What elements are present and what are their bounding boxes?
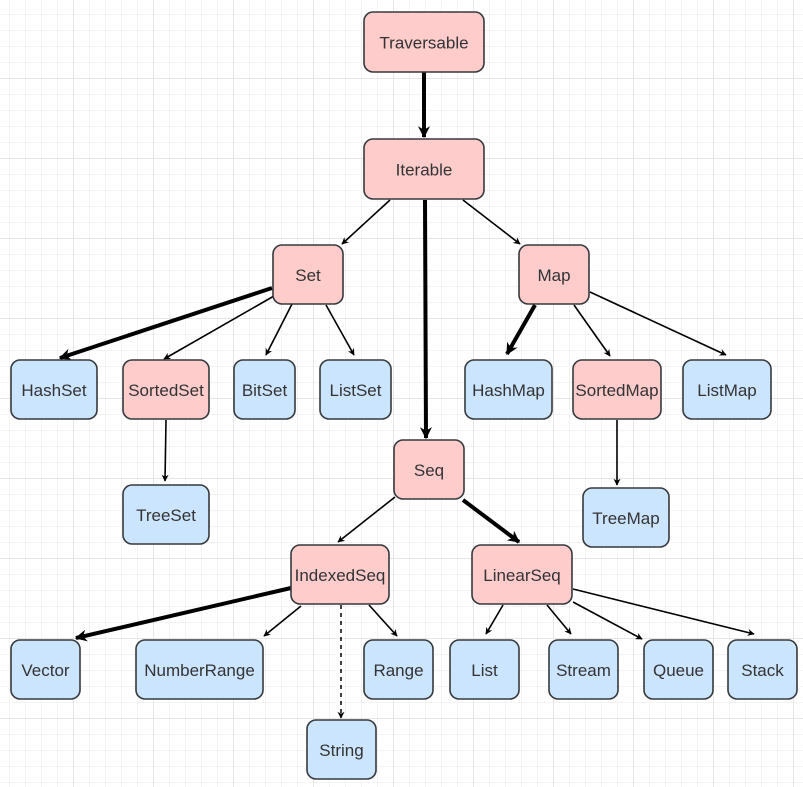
edge-layer [58, 72, 755, 719]
node-range[interactable]: Range [363, 639, 434, 700]
node-stack[interactable]: Stack [727, 639, 798, 700]
node-label-treemap: TreeMap [592, 509, 659, 528]
node-label-set: Set [295, 266, 321, 285]
edge-set-to-listset [325, 304, 355, 356]
node-box-bitset [233, 359, 296, 420]
node-hashmap[interactable]: HashMap [464, 359, 553, 420]
edge-linearseq-to-list [485, 604, 504, 635]
edge-iterable-to-set [341, 199, 391, 245]
node-hashset[interactable]: HashSet [10, 359, 98, 420]
node-bitset[interactable]: BitSet [233, 359, 296, 420]
node-label-hashmap: HashMap [472, 381, 545, 400]
node-label-vector: Vector [21, 661, 70, 680]
edge-map-to-hashmap [505, 304, 537, 356]
node-sortedset[interactable]: SortedSet [122, 359, 210, 420]
node-string[interactable]: String [306, 719, 377, 780]
node-box-hashset [10, 359, 98, 420]
edge-indexedseq-to-vector [74, 586, 292, 642]
edge-linearseq-to-stream [546, 604, 572, 635]
node-box-hashmap [464, 359, 553, 420]
edge-seq-to-linearseq [461, 498, 521, 544]
node-label-linearseq: LinearSeq [483, 566, 561, 585]
node-label-seq: Seq [414, 461, 444, 480]
node-box-vector [10, 639, 81, 700]
node-box-range [363, 639, 434, 700]
node-box-queue [643, 639, 714, 700]
node-label-range: Range [373, 661, 423, 680]
node-set[interactable]: Set [272, 244, 344, 305]
edge-iterable-to-map [462, 199, 521, 245]
node-box-listset [319, 359, 392, 420]
node-stream[interactable]: Stream [548, 639, 619, 700]
node-listset[interactable]: ListSet [319, 359, 392, 420]
node-box-treeset [122, 484, 210, 545]
node-numberrange[interactable]: NumberRange [135, 639, 264, 700]
node-box-sortedmap [572, 359, 662, 420]
node-label-stream: Stream [556, 661, 611, 680]
node-label-stack: Stack [741, 661, 784, 680]
node-label-sortedmap: SortedMap [575, 381, 658, 400]
node-box-stack [727, 639, 798, 700]
node-label-listmap: ListMap [697, 381, 757, 400]
node-label-map: Map [537, 266, 570, 285]
node-box-indexedseq [290, 544, 390, 605]
node-label-sortedset: SortedSet [128, 381, 204, 400]
node-box-traversable [363, 11, 485, 73]
node-sortedmap[interactable]: SortedMap [572, 359, 662, 420]
node-vector[interactable]: Vector [10, 639, 81, 700]
node-map[interactable]: Map [518, 244, 590, 305]
node-treeset[interactable]: TreeSet [122, 484, 210, 545]
node-linearseq[interactable]: LinearSeq [471, 544, 573, 605]
node-box-map [518, 244, 590, 305]
edge-sortedset-to-treeset [161, 419, 169, 482]
edge-set-to-hashset [58, 286, 273, 361]
node-box-iterable [363, 138, 485, 200]
edge-indexedseq-to-range [368, 604, 398, 637]
edge-linearseq-to-queue [572, 601, 643, 640]
edge-iterable-to-seq [419, 199, 432, 440]
edge-set-to-sortedset [163, 295, 275, 360]
node-label-queue: Queue [653, 661, 704, 680]
node-label-list: List [471, 661, 498, 680]
node-label-iterable: Iterable [396, 161, 453, 180]
node-treemap[interactable]: TreeMap [582, 487, 670, 548]
node-traversable[interactable]: Traversable [363, 11, 485, 73]
node-label-indexedseq: IndexedSeq [295, 566, 386, 585]
node-box-string [306, 719, 377, 780]
node-seq[interactable]: Seq [393, 439, 465, 500]
node-box-seq [393, 439, 465, 500]
node-label-treeset: TreeSet [136, 506, 196, 525]
edge-map-to-sortedmap [573, 304, 611, 357]
edge-seq-to-indexedseq [337, 496, 396, 543]
edge-set-to-bitset [265, 303, 293, 356]
edge-map-to-listmap [589, 291, 727, 356]
node-box-stream [548, 639, 619, 700]
node-box-list [449, 639, 520, 700]
node-label-listset: ListSet [330, 381, 382, 400]
node-box-linearseq [471, 544, 573, 605]
node-box-listmap [682, 359, 772, 420]
node-queue[interactable]: Queue [643, 639, 714, 700]
node-label-hashset: HashSet [21, 381, 86, 400]
node-box-treemap [582, 487, 670, 548]
node-listmap[interactable]: ListMap [682, 359, 772, 420]
edge-linearseq-to-stack [572, 588, 755, 636]
node-iterable[interactable]: Iterable [363, 138, 485, 200]
node-label-string: String [319, 741, 363, 760]
node-box-numberrange [135, 639, 264, 700]
node-indexedseq[interactable]: IndexedSeq [290, 544, 390, 605]
edge-indexedseq-to-numberrange [263, 605, 302, 637]
node-box-set [272, 244, 344, 305]
node-list[interactable]: List [449, 639, 520, 700]
node-label-bitset: BitSet [242, 381, 288, 400]
node-label-numberrange: NumberRange [144, 661, 255, 680]
node-box-sortedset [122, 359, 210, 420]
node-label-traversable: Traversable [379, 34, 468, 53]
